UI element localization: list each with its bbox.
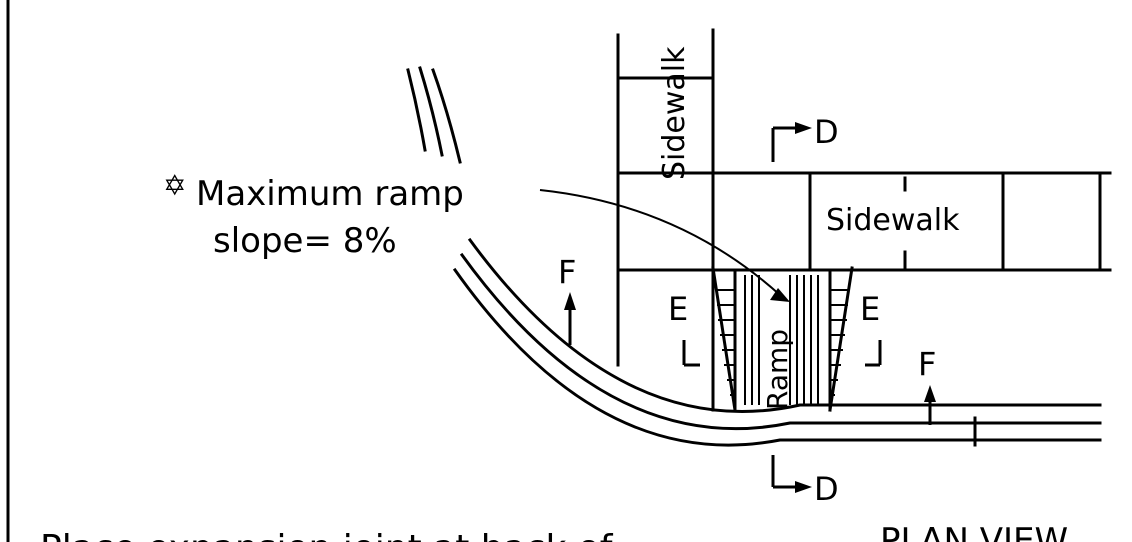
note-symbol: ✡	[163, 169, 186, 202]
ramp-right-flare	[828, 266, 854, 412]
plan-view-title: PLAN VIEW	[880, 521, 1068, 542]
curb-line-outer	[467, 237, 1102, 413]
curb-line-inner	[452, 267, 1102, 447]
note-leader-line	[539, 189, 781, 296]
section-f-right-arrowhead	[924, 385, 936, 402]
section-e-left-label: E	[668, 290, 688, 328]
ramp-hatching	[716, 275, 849, 405]
ramp-left-flare	[711, 266, 737, 412]
horizontal-sidewalk-label: Sidewalk	[826, 203, 960, 238]
bottom-note: Place expansion joint at back of	[40, 528, 614, 542]
ramp-label: Ramp	[761, 329, 794, 410]
note-line-2: slope= 8%	[213, 221, 397, 261]
curb-line-middle	[459, 252, 1102, 431]
road-curve-3	[431, 68, 462, 164]
section-d-top-arrowhead	[795, 122, 812, 134]
section-d-bottom-label: D	[814, 470, 839, 508]
section-f-left-arrowhead	[564, 292, 576, 310]
section-d-top-label: D	[814, 113, 839, 151]
road-curve-1	[406, 68, 427, 152]
road-curve-2	[418, 66, 444, 157]
section-f-right-label: F	[918, 345, 936, 383]
section-f-left-label: F	[558, 253, 576, 291]
section-d-bottom-arrowhead	[795, 481, 812, 493]
section-e-right-label: E	[860, 290, 880, 328]
note-line-1: Maximum ramp	[196, 174, 464, 214]
vertical-sidewalk-label: Sidewalk	[657, 46, 692, 180]
note-leader-arrowhead	[770, 288, 790, 302]
